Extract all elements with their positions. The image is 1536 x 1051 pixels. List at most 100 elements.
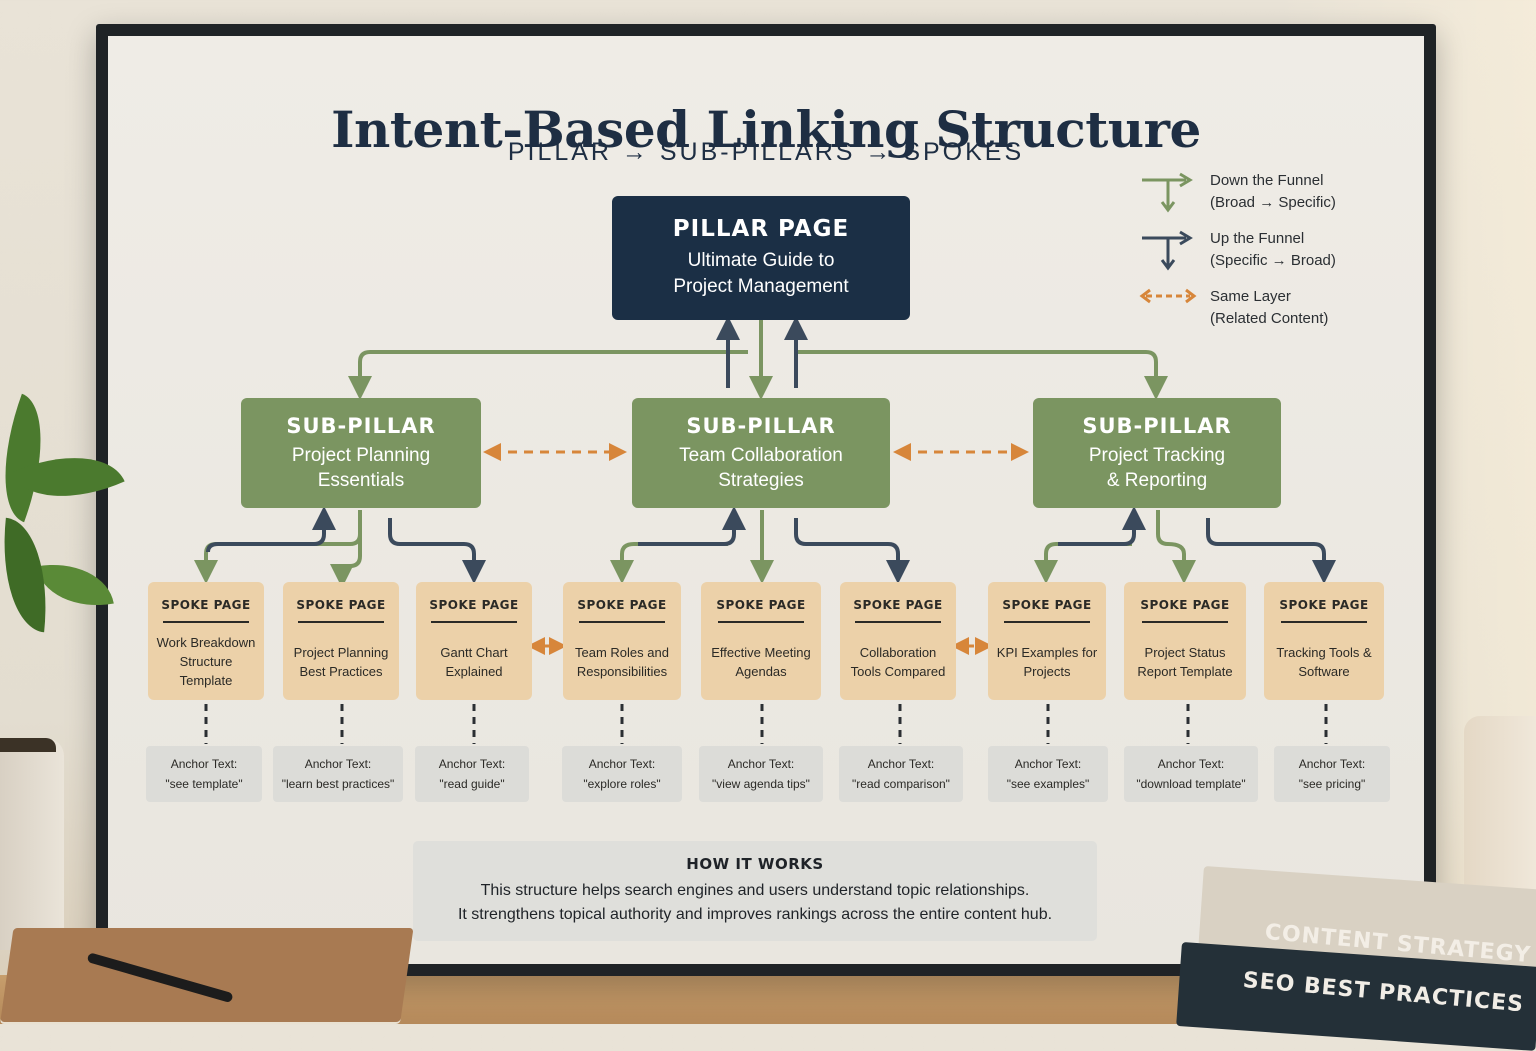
sub-pillar-title-line2: Strategies	[718, 469, 804, 491]
spoke-label: SPOKE PAGE	[1002, 598, 1092, 612]
pot-soil	[0, 738, 56, 752]
pillar-label: PILLAR PAGE	[672, 216, 850, 242]
legend-sublabel: (Related Content)	[1210, 310, 1329, 327]
anchor-label: Anchor Text:	[1014, 757, 1082, 771]
spoke-label: SPOKE PAGE	[161, 598, 251, 612]
spoke-label: SPOKE PAGE	[1140, 598, 1230, 612]
spoke-page-box-5: SPOKE PAGE Effective Meeting Agendas	[701, 582, 821, 700]
spoke-page-box-3: SPOKE PAGE Gantt Chart Explained	[416, 582, 532, 700]
spoke-page-box-4: SPOKE PAGE Team Roles and Responsibiliti…	[563, 582, 681, 700]
anchor-text-box-8: Anchor Text: "download template"	[1124, 746, 1258, 802]
pillar-title-line2: Project Management	[673, 276, 849, 297]
spoke-divider	[163, 621, 249, 623]
spoke-title: KPI Examples for Projects	[996, 644, 1098, 679]
spoke-label: SPOKE PAGE	[1279, 598, 1369, 612]
anchor-text-box-9: Anchor Text: "see pricing"	[1274, 746, 1390, 802]
anchor-value: "explore roles"	[583, 777, 661, 791]
anchor-value: "download template"	[1136, 777, 1246, 791]
anchor-value: "see examples"	[1006, 777, 1090, 791]
plant-pot	[0, 738, 64, 950]
sub-pillar-label: SUB-PILLAR	[1082, 413, 1232, 438]
spoke-title: Effective Meeting Agendas	[711, 644, 811, 679]
double-arrow-icon	[1139, 288, 1197, 304]
spoke-divider	[855, 621, 941, 623]
arrow-pillar-to-sub-1	[348, 350, 748, 400]
sub-pillar-label: SUB-PILLAR	[286, 413, 436, 438]
spoke-page-box-9: SPOKE PAGE Tracking Tools & Software	[1264, 582, 1384, 700]
anchor-label: Anchor Text:	[727, 757, 795, 771]
sub-pillar-title-line2: & Reporting	[1106, 469, 1208, 491]
mug	[1464, 716, 1536, 916]
spoke-title: Team Roles and Responsibilities	[575, 644, 669, 679]
legend-label: Up the Funnel	[1210, 230, 1305, 247]
spoke-page-box-6: SPOKE PAGE Collaboration Tools Compared	[840, 582, 956, 700]
sub-pillar-box-2: SUB-PILLAR Team Collaboration Strategies	[632, 398, 890, 508]
plant-leaf	[0, 393, 66, 523]
anchor-label: Anchor Text:	[1298, 757, 1366, 771]
anchor-label: Anchor Text:	[304, 757, 372, 771]
anchor-text-box-5: Anchor Text: "view agenda tips"	[699, 746, 823, 802]
anchor-text-box-4: Anchor Text: "explore roles"	[562, 746, 682, 802]
spoke-label: SPOKE PAGE	[296, 598, 386, 612]
anchor-value: "view agenda tips"	[712, 777, 810, 791]
how-it-works-heading: HOW IT WORKS	[686, 855, 824, 873]
pillar-title-line1: Ultimate Guide to	[687, 250, 835, 271]
sub-pillar-title-line1: Project Planning	[291, 444, 431, 466]
poster: Intent-Based Linking Structure PILLAR → …	[108, 36, 1424, 964]
legend-down-funnel: Down the Funnel (Broad → Specific)	[1138, 172, 1398, 216]
anchor-text-box-6: Anchor Text: "read comparison"	[839, 746, 963, 802]
notebook	[0, 928, 414, 1024]
how-it-works-line1: This structure helps search engines and …	[480, 882, 1030, 899]
spoke-title: Gantt Chart Explained	[440, 644, 508, 679]
how-it-works-box: HOW IT WORKS This structure helps search…	[413, 841, 1097, 941]
poster-subtitle: PILLAR → SUB-PILLARS → SPOKES	[507, 138, 1025, 166]
anchor-label: Anchor Text:	[588, 757, 656, 771]
arrow-pillar-to-sub-3	[798, 350, 1168, 400]
spoke-page-box-2: SPOKE PAGE Project Planning Best Practic…	[283, 582, 399, 700]
spoke-label: SPOKE PAGE	[429, 598, 519, 612]
legend-same-layer: Same Layer (Related Content)	[1138, 288, 1398, 332]
spoke-divider	[1004, 621, 1090, 623]
anchor-value: "read guide"	[439, 777, 505, 791]
how-it-works-line2: It strengthens topical authority and imp…	[457, 906, 1053, 923]
anchor-label: Anchor Text:	[867, 757, 935, 771]
poster-title: Intent-Based Linking Structure	[331, 100, 1201, 159]
sub-pillar-label: SUB-PILLAR	[686, 413, 836, 438]
anchor-value: "see template"	[165, 777, 243, 791]
spoke-divider	[431, 621, 517, 623]
spoke-page-box-8: SPOKE PAGE Project Status Report Templat…	[1124, 582, 1246, 700]
spoke-page-box-7: SPOKE PAGE KPI Examples for Projects	[988, 582, 1106, 700]
anchor-value: "read comparison"	[852, 777, 950, 791]
spoke-divider	[1281, 621, 1367, 623]
spoke-divider	[718, 621, 804, 623]
spoke-divider	[579, 621, 665, 623]
sub-pillar-title-line2: Essentials	[317, 469, 405, 491]
spoke-page-box-1: SPOKE PAGE Work Breakdown Structure Temp…	[148, 582, 264, 700]
anchor-label: Anchor Text:	[1157, 757, 1225, 771]
up-arrow-icon	[1142, 230, 1193, 271]
anchor-text-box-7: Anchor Text: "see examples"	[988, 746, 1108, 802]
sub-pillar-box-3: SUB-PILLAR Project Tracking & Reporting	[1033, 398, 1281, 508]
sub-pillar-title-line1: Team Collaboration	[679, 444, 843, 466]
spoke-label: SPOKE PAGE	[577, 598, 667, 612]
anchor-value: "see pricing"	[1298, 777, 1366, 791]
spoke-divider	[1142, 621, 1228, 623]
legend-up-funnel: Up the Funnel (Specific → Broad)	[1138, 230, 1398, 274]
spoke-title: Project Planning Best Practices	[293, 644, 389, 679]
legend-sublabel: (Specific → Broad)	[1210, 252, 1336, 269]
sub-pillar-box-1: SUB-PILLAR Project Planning Essentials	[241, 398, 481, 508]
anchor-text-box-3: Anchor Text: "read guide"	[415, 746, 529, 802]
spoke-title: Collaboration Tools Compared	[850, 644, 946, 679]
spoke-label: SPOKE PAGE	[853, 598, 943, 612]
legend-sublabel: (Broad → Specific)	[1210, 194, 1336, 211]
spoke-label: SPOKE PAGE	[716, 598, 806, 612]
down-arrow-icon	[1142, 172, 1193, 213]
anchor-text-box-1: Anchor Text: "see template"	[146, 746, 262, 802]
spoke-title: Project Status Report Template	[1137, 644, 1233, 679]
legend-label: Down the Funnel	[1210, 172, 1324, 189]
sub-pillar-title-line1: Project Tracking	[1088, 444, 1226, 466]
anchor-value: "learn best practices"	[281, 777, 395, 791]
connector-arrows	[194, 316, 1336, 744]
anchor-label: Anchor Text:	[438, 757, 506, 771]
legend-label: Same Layer	[1210, 288, 1291, 305]
